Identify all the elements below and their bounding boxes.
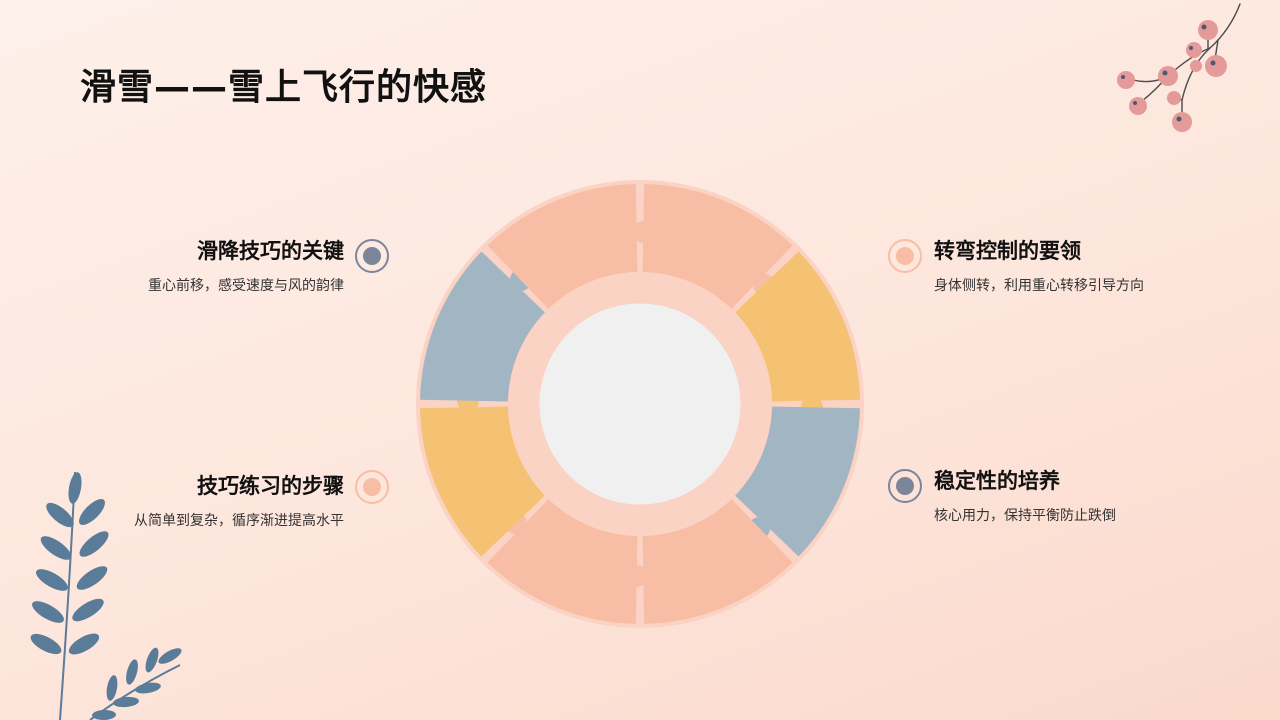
center-circle <box>536 300 744 508</box>
item-heading: 转弯控制的要领 <box>934 239 1081 263</box>
puzzle-tab-8 <box>632 221 655 244</box>
item-heading: 滑降技巧的关键 <box>197 239 344 263</box>
inner-ring <box>508 272 772 536</box>
marker-dot-icon <box>888 469 922 503</box>
item-description: 从简单到复杂，循序渐进提高水平 <box>134 513 344 529</box>
item-description: 重心前移，感受速度与风的韵律 <box>148 278 344 294</box>
leaf-branch-icon <box>30 471 182 720</box>
berry-branch-icon <box>1117 3 1241 132</box>
item-heading: 技巧练习的步骤 <box>197 474 344 498</box>
slide-title: 滑雪——雪上飞行的快感 <box>80 67 488 108</box>
item-practice-steps: 技巧练习的步骤 从简单到复杂，循序渐进提高水平 <box>44 471 344 531</box>
item-description: 身体侧转，利用重心转移引导方向 <box>934 278 1144 294</box>
item-stability: 稳定性的培养 核心用力，保持平衡防止跌倒 <box>934 466 1234 526</box>
marker-dot-icon <box>355 239 389 273</box>
item-heading: 稳定性的培养 <box>934 469 1060 493</box>
marker-dot-icon <box>888 239 922 273</box>
item-description: 核心用力，保持平衡防止跌倒 <box>934 508 1116 524</box>
item-turn-control: 转弯控制的要领 身体侧转，利用重心转移引导方向 <box>934 236 1234 296</box>
item-descent-technique: 滑降技巧的关键 重心前移，感受速度与风的韵律 <box>44 236 344 296</box>
marker-dot-icon <box>355 470 389 504</box>
